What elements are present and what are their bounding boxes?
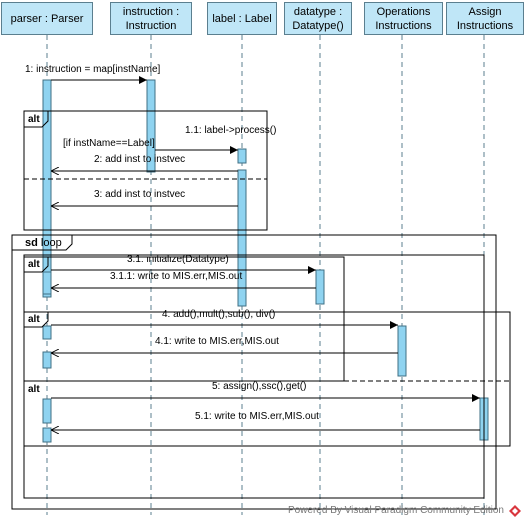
activation-parser-datatype: [42, 271, 52, 295]
lifeline-label-line-2: Datatype(): [292, 19, 344, 32]
lifeline-head-parser[interactable]: parser : Parser: [1, 2, 93, 35]
msg-label-4-1: 4.1: write to MIS.err,MIS.out: [155, 336, 279, 347]
lifeline-label-datatype: datatype :Datatype(): [285, 5, 351, 33]
alt-fragment-3-tab: [23, 312, 49, 328]
lifeline-head-label[interactable]: label : Label: [207, 2, 277, 35]
lifeline-label-line-1: instruction :: [122, 5, 180, 18]
lifeline-label-line-2: Instruction: [125, 19, 177, 32]
alt-fragment-3b-label: alt: [28, 384, 40, 395]
lifeline-label-line-1: datatype :: [293, 5, 343, 18]
msg-label-3: 3: add inst to instvec: [94, 189, 186, 200]
loop-keyword: loop: [40, 237, 62, 249]
lifeline-label-line-2: Instructions: [375, 19, 432, 32]
watermark-text: Visual Paradigm Community Edition: [344, 505, 504, 516]
watermark: Powered By Visual Paradigm Community Edi…: [288, 505, 504, 516]
msg-label-1-1: 1.1: label->process(): [185, 125, 277, 136]
activation-label-add: [237, 169, 247, 307]
visual-paradigm-logo-icon: [509, 505, 521, 517]
guard-condition: [if instName==Label]: [63, 138, 155, 149]
sd-loop-label: sd loop: [25, 237, 62, 249]
activation-parser-assign1: [42, 398, 52, 424]
activation-datatype: [315, 269, 325, 305]
msg-label-1: 1: instruction = map[instName]: [25, 64, 161, 75]
lifeline-label-line-2: Instructions: [456, 19, 514, 32]
alt-fragment-1: [23, 110, 268, 231]
lifeline-label-label: label : Label: [212, 12, 272, 25]
lifeline-label-parser: parser : Parser: [10, 12, 84, 25]
watermark-prefix: Powered By: [287, 505, 342, 516]
alt-fragment-3: [23, 311, 511, 447]
activation-parser-ops2: [42, 351, 52, 369]
lifeline-label-line-1: Operations: [376, 5, 431, 18]
sd-loop-tab: [11, 235, 73, 251]
alt-fragment-1-tab: [23, 111, 49, 128]
lifeline-head-datatype[interactable]: datatype :Datatype(): [284, 2, 352, 35]
activation-parser-assign2: [42, 427, 52, 443]
msg-label-2: 2: add inst to instvec: [94, 154, 186, 165]
msg-label-4: 4: add(),mult(),sub(), div(): [162, 309, 276, 320]
msg-label-5: 5: assign(),ssc(),get(): [212, 381, 307, 392]
activation-label-process: [237, 148, 247, 164]
lifeline-label-instruction: instruction :Instruction: [111, 5, 191, 33]
alt-fragment-1-label: alt: [28, 114, 40, 125]
sd-keyword: sd: [25, 237, 38, 249]
lifeline-label-line-1: Assign: [468, 5, 502, 18]
activation-parser-main: [42, 79, 52, 298]
msg-label-3-1-1: 3.1.1: write to MIS.err,MIS.out: [110, 271, 243, 282]
alt-fragment-2-tab: [23, 257, 49, 273]
alt-fragment-3-label: alt: [28, 314, 40, 325]
alt-fragment-2-label: alt: [28, 259, 40, 270]
activation-parser-ops1: [42, 325, 52, 340]
activation-instruction: [146, 79, 156, 173]
activation-ops: [397, 325, 407, 377]
sd-loop-frame: [11, 234, 497, 510]
lifeline-head-instruction[interactable]: instruction :Instruction: [110, 2, 192, 35]
loop-inner-frame: [23, 254, 485, 499]
msg-label-3-1: 3.1: initialize(Datatype): [127, 254, 229, 265]
msg-label-5-1: 5.1: write to MIS.err,MIS.out: [195, 411, 319, 422]
